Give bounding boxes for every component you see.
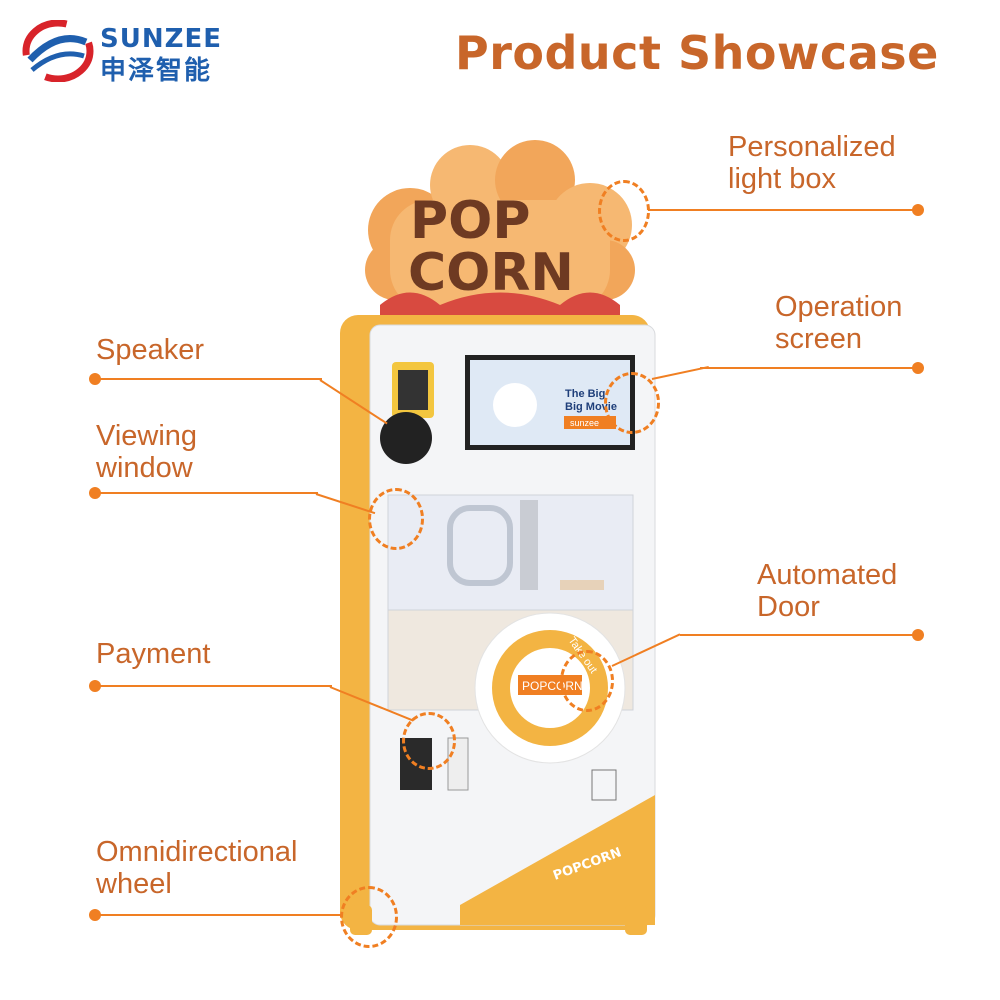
popcorn-machine-illustration: POP CORN The Big Big Movie sunzee POPCOR… <box>340 140 656 935</box>
label-operation-screen: Operation screen <box>775 291 903 355</box>
leader-automated-door <box>680 634 916 636</box>
brand-name-en: SUNZEE <box>100 24 222 54</box>
screen-text-1: The Big <box>565 388 605 400</box>
dot-operation-screen <box>912 362 924 374</box>
ring-automated-door <box>560 650 614 712</box>
page-title: Product Showcase <box>455 26 939 80</box>
sign-text-pop: POP <box>410 191 530 251</box>
sunzee-logo-icon <box>22 20 94 82</box>
dot-wheel <box>89 909 101 921</box>
dot-automated-door <box>912 629 924 641</box>
ring-light-box <box>598 180 650 242</box>
speaker-grill <box>380 412 432 464</box>
screen-brand: sunzee <box>570 418 599 428</box>
leader-speaker <box>96 378 322 380</box>
ring-wheel <box>340 886 398 948</box>
brand-name-cn: 申泽智能 <box>100 56 213 86</box>
leader-payment <box>96 685 332 687</box>
light-box-sign: POP CORN <box>365 140 635 320</box>
leader-operation-screen <box>700 367 915 369</box>
leader-wheel <box>96 914 341 916</box>
dot-viewing-window <box>89 487 101 499</box>
leader-light-box <box>648 209 916 211</box>
leader-viewing-window <box>96 492 318 494</box>
screen-text-2: Big Movie <box>565 401 617 413</box>
dot-light-box <box>912 204 924 216</box>
label-automated-door: Automated Door <box>757 559 898 623</box>
ring-operation-screen <box>604 372 660 434</box>
label-wheel: Omnidirectional wheel <box>96 836 298 900</box>
dot-speaker <box>89 373 101 385</box>
label-speaker: Speaker <box>96 334 205 366</box>
ring-viewing-window <box>368 488 424 550</box>
label-payment: Payment <box>96 638 211 670</box>
label-viewing-window: Viewing window <box>96 420 198 484</box>
ring-payment <box>402 712 456 770</box>
sign-text-corn: CORN <box>408 243 574 303</box>
wheel-right <box>625 905 647 935</box>
dot-payment <box>89 680 101 692</box>
label-light-box: Personalized light box <box>728 131 896 195</box>
